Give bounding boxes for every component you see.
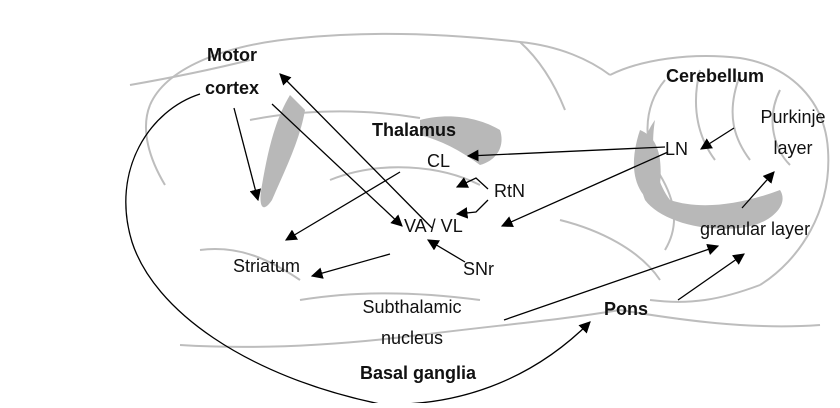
arrow-motor-cortex-to-striatum bbox=[234, 108, 258, 200]
label-va-vl: VA / VL bbox=[404, 215, 463, 237]
label-cl: CL bbox=[427, 150, 450, 172]
arrow-snr-to-va-vl bbox=[428, 240, 465, 262]
arrow-motor-cortex-to-pons-curve bbox=[126, 94, 590, 403]
arrow-va-vl-to-motor-cortex bbox=[280, 74, 432, 228]
label-motor-cortex-line1: Motor bbox=[200, 44, 264, 66]
label-cerebellum: Cerebellum bbox=[666, 65, 764, 87]
label-thalamus: Thalamus bbox=[372, 119, 456, 141]
label-purkinje-line2: layer bbox=[752, 137, 834, 159]
label-pons: Pons bbox=[604, 298, 648, 320]
label-granular-layer: granular layer bbox=[700, 218, 810, 240]
arrow-cl-to-striatum bbox=[286, 172, 400, 240]
label-rtn: RtN bbox=[494, 180, 525, 202]
label-basal-ganglia: Basal ganglia bbox=[360, 362, 476, 384]
arrow-va-vl-to-striatum bbox=[312, 254, 390, 276]
label-ln: LN bbox=[665, 138, 688, 160]
label-striatum: Striatum bbox=[233, 255, 300, 277]
arrow-rtn-to-cl bbox=[457, 178, 488, 189]
arrow-purkinje-to-ln bbox=[701, 128, 734, 149]
lateral-ventricle-shade bbox=[260, 95, 305, 207]
label-motor-cortex-line2: cortex bbox=[200, 77, 264, 99]
label-snr: SNr bbox=[463, 258, 494, 280]
label-subthalamic-line2: nucleus bbox=[356, 327, 468, 349]
label-subthalamic-line1: Subthalamic bbox=[356, 296, 468, 318]
label-purkinje-line1: Purkinje bbox=[752, 106, 834, 128]
arrow-rtn-to-va-vl bbox=[457, 200, 488, 214]
